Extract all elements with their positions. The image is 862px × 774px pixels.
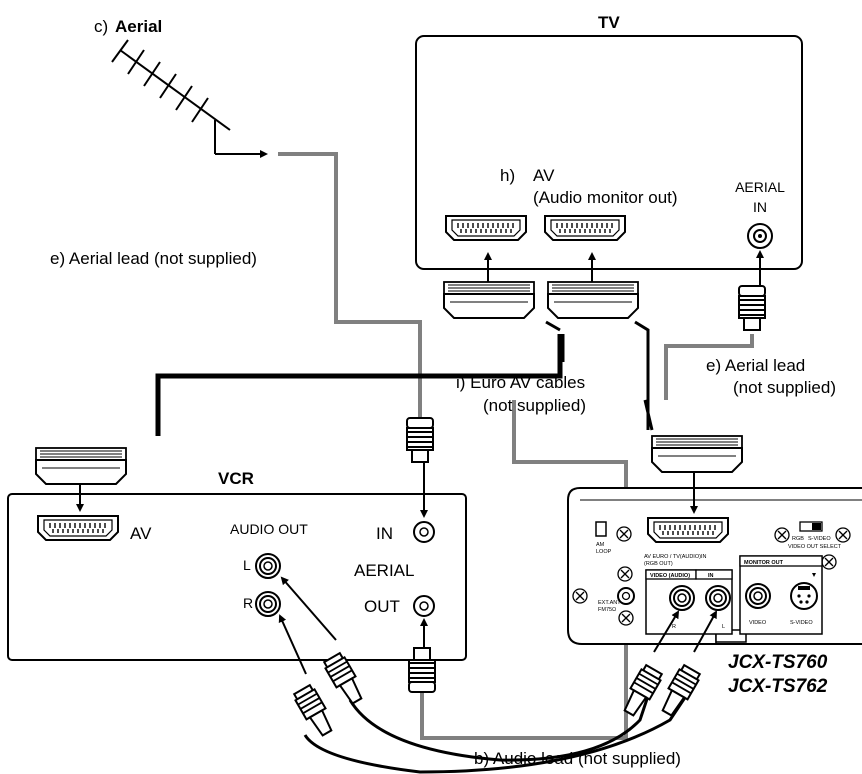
am-loop-label-1: AM xyxy=(596,542,605,548)
vcr-out-label: OUT xyxy=(364,597,400,616)
screw-icon xyxy=(572,588,588,604)
model-label-2: JCX-TS762 xyxy=(728,676,828,697)
unit-svideo-out-jack[interactable] xyxy=(790,573,818,610)
tv-body xyxy=(415,35,803,270)
vcr-r-label: R xyxy=(243,595,253,611)
tv-av-sublabel: (Audio monitor out) xyxy=(533,188,678,207)
vcr-av-label: AV xyxy=(130,524,152,543)
vcr-in-label: IN xyxy=(376,524,393,543)
av-euro-label-2: (RGB OUT) xyxy=(644,561,673,567)
tv-label: TV xyxy=(598,13,620,32)
aerial-letter: c) xyxy=(94,17,108,36)
unit-scart-plug xyxy=(651,435,743,473)
tv-av-letter: h) xyxy=(500,166,515,185)
vcr-audio-l-jack[interactable] xyxy=(255,553,281,579)
vcr-audio-out-label: AUDIO OUT xyxy=(230,521,308,537)
am-loop-label-2: LOOP xyxy=(596,549,612,555)
video-audio-label: VIDEO (AUDIO) xyxy=(650,573,690,579)
av-euro-label-1: AV EURO / TV(AUDIO)IN xyxy=(644,554,706,560)
aerial-lead-label-right-1: e) Aerial lead xyxy=(706,356,805,375)
vcr-aerial-label: AERIAL xyxy=(354,561,414,580)
ext-ant-jack[interactable] xyxy=(617,587,635,605)
tv-in-label: IN xyxy=(753,199,767,215)
aerial-label: Aerial xyxy=(115,17,162,36)
tv-scart-plug-av xyxy=(547,281,639,319)
tv-aerial-in-jack[interactable] xyxy=(747,223,773,249)
ext-ant-label-2: FM75Ω xyxy=(598,607,616,613)
vcr-scart-plug xyxy=(35,447,127,485)
euro-cables-label-1: i) Euro AV cables xyxy=(456,373,585,392)
tv-av-label: AV xyxy=(533,166,555,185)
vcr-in-coax-plug xyxy=(406,417,434,463)
screw-icon xyxy=(821,554,837,570)
tv-scart-plug-1 xyxy=(443,281,535,319)
screw-icon xyxy=(616,526,632,542)
vcr-body xyxy=(7,493,467,661)
euro-av-black-cables xyxy=(155,320,654,436)
screw-icon xyxy=(835,527,851,543)
unit-audio-in-r-jack[interactable] xyxy=(669,585,695,611)
ext-ant-label-1: EXT.ANT xyxy=(598,600,621,606)
aerial-antenna xyxy=(111,39,268,158)
unit-video-out-jack[interactable] xyxy=(745,583,771,609)
unit-av-euro-scart-socket[interactable] xyxy=(647,517,729,543)
audio-lead-label: b) Audio lead (not supplied) xyxy=(474,749,681,768)
tv-aerial-plug xyxy=(738,285,766,331)
aerial-lead-label-left: e) Aerial lead (not supplied) xyxy=(50,249,257,268)
unit-audio-in-l-jack[interactable] xyxy=(705,585,731,611)
tv-scart-socket-1[interactable] xyxy=(445,215,527,241)
vcr-label: VCR xyxy=(218,469,254,488)
model-label-1: JCX-TS760 xyxy=(728,652,828,673)
unit-rca-plug-l xyxy=(656,663,703,720)
svideo-label: S-VIDEO xyxy=(790,620,813,626)
vcr-audio-r-jack[interactable] xyxy=(255,591,281,617)
unit-r-label: R xyxy=(672,624,676,630)
tv-aerial-label: AERIAL xyxy=(735,179,785,195)
svideo-select-label: S-VIDEO xyxy=(808,536,831,542)
vcr-rca-plug-r xyxy=(291,683,338,740)
am-loop-terminal[interactable] xyxy=(595,521,607,537)
video-label: VIDEO xyxy=(749,620,767,626)
unit-l-label: L xyxy=(722,624,725,630)
screw-icon xyxy=(617,566,633,582)
monitor-out-label: MONITOR OUT xyxy=(744,560,784,566)
vcr-av-scart-socket[interactable] xyxy=(37,515,119,541)
video-out-select-switch[interactable] xyxy=(799,521,823,532)
tv-scart-socket-av[interactable] xyxy=(544,215,626,241)
euro-cables-label-2: (not supplied) xyxy=(483,396,586,415)
vcr-l-label: L xyxy=(243,557,251,573)
screw-icon xyxy=(774,527,790,543)
audio-in-label: IN xyxy=(708,573,714,579)
rgb-label: RGB xyxy=(792,536,804,542)
vcr-aerial-in-jack[interactable] xyxy=(413,521,435,543)
audio-lead-cables xyxy=(303,689,692,774)
aerial-lead-label-right-2: (not supplied) xyxy=(733,378,836,397)
screw-icon xyxy=(618,610,634,626)
vcr-aerial-out-jack[interactable] xyxy=(413,595,435,617)
video-out-select-label: VIDEO OUT SELECT xyxy=(788,544,842,550)
